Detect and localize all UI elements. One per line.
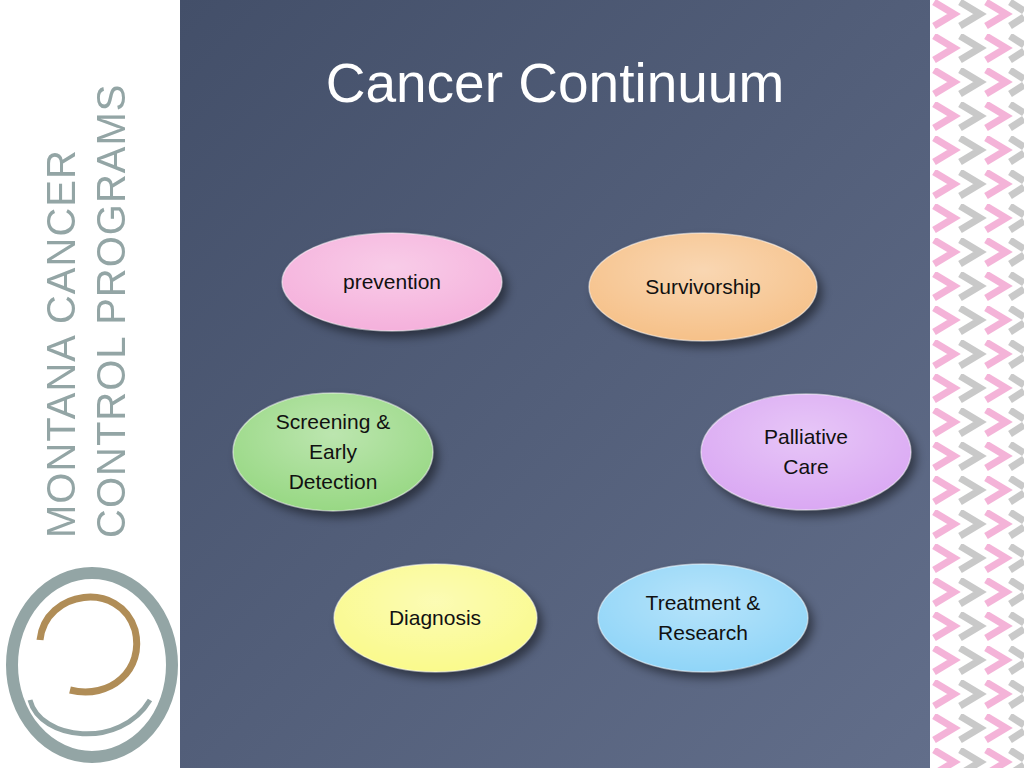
stage-label: Survivorship (603, 272, 803, 302)
stage-ellipse: Treatment & Research (597, 563, 809, 673)
stage-ellipse: Diagnosis (333, 563, 538, 673)
zigzag-border (930, 0, 1024, 768)
stage-label: Palliative Care (747, 422, 865, 482)
stage-label: Diagnosis (345, 603, 525, 633)
ellipse-shape (597, 563, 809, 673)
swirl-logo (12, 573, 172, 757)
stage-ellipse: Palliative Care (700, 393, 912, 511)
content-panel (180, 0, 930, 768)
ellipse-shape (700, 393, 912, 511)
slide-title: Cancer Continuum (180, 50, 930, 116)
stage-label: prevention (292, 267, 492, 297)
stage-label: Treatment & Research (645, 588, 761, 648)
stage-ellipse: Survivorship (588, 232, 818, 342)
brand-label: MONTANA CANCER CONTROL PROGRAMS (36, 38, 146, 538)
stage-ellipse: prevention (281, 232, 503, 332)
stage-label: Screening & Early Detection (274, 407, 392, 497)
stage-ellipse: Screening & Early Detection (232, 392, 434, 512)
